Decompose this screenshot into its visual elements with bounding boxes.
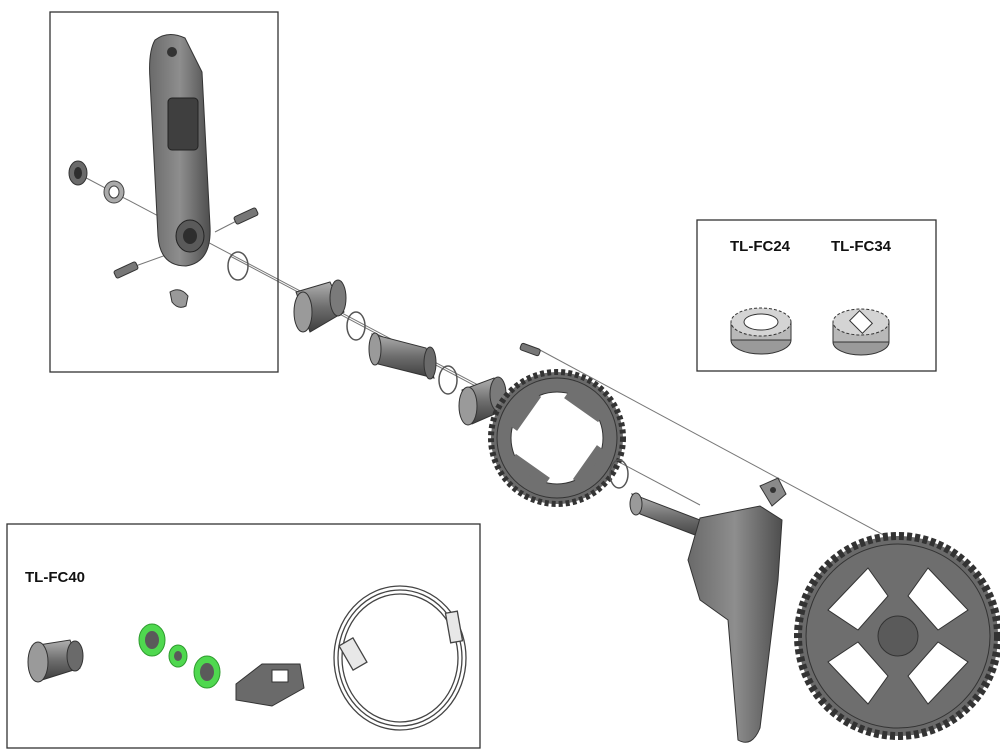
safety-plate xyxy=(169,289,189,308)
tool-tl-fc24 xyxy=(730,307,792,355)
usb-cable xyxy=(333,585,467,731)
right-crank-arm xyxy=(687,477,787,743)
tool-tl-fc40-adapter xyxy=(27,639,84,683)
pinch-bolt-lower xyxy=(113,261,139,279)
o-ring-left xyxy=(227,251,249,281)
large-chainring xyxy=(794,532,1000,740)
tool-label-tl-fc34: TL-FC34 xyxy=(831,238,892,255)
bb-seal-left xyxy=(346,311,366,341)
bb-sleeve xyxy=(368,332,437,380)
tool-tl-fc34 xyxy=(832,308,890,356)
tool-inset-box-bottom-left xyxy=(6,523,481,749)
green-seal-ring-1 xyxy=(138,623,166,657)
pinch-bolt-upper xyxy=(233,207,259,225)
tool-plate xyxy=(235,663,305,707)
o-ring-right xyxy=(609,459,629,489)
lock-ring xyxy=(103,180,125,204)
green-seal-ring-2 xyxy=(168,644,188,668)
chainring-bolt xyxy=(519,342,541,357)
bb-seal-right xyxy=(438,365,458,395)
bb-cup-left xyxy=(293,279,347,333)
green-seal-ring-3 xyxy=(193,655,221,689)
crank-cap xyxy=(68,160,88,186)
tool-inset-box-top-right xyxy=(696,219,937,372)
left-crank-arm xyxy=(149,34,211,267)
small-chainring xyxy=(488,369,626,507)
tool-label-tl-fc40: TL-FC40 xyxy=(25,569,85,586)
tool-label-tl-fc24: TL-FC24 xyxy=(730,238,791,255)
left-crank-inset-box xyxy=(49,11,279,373)
